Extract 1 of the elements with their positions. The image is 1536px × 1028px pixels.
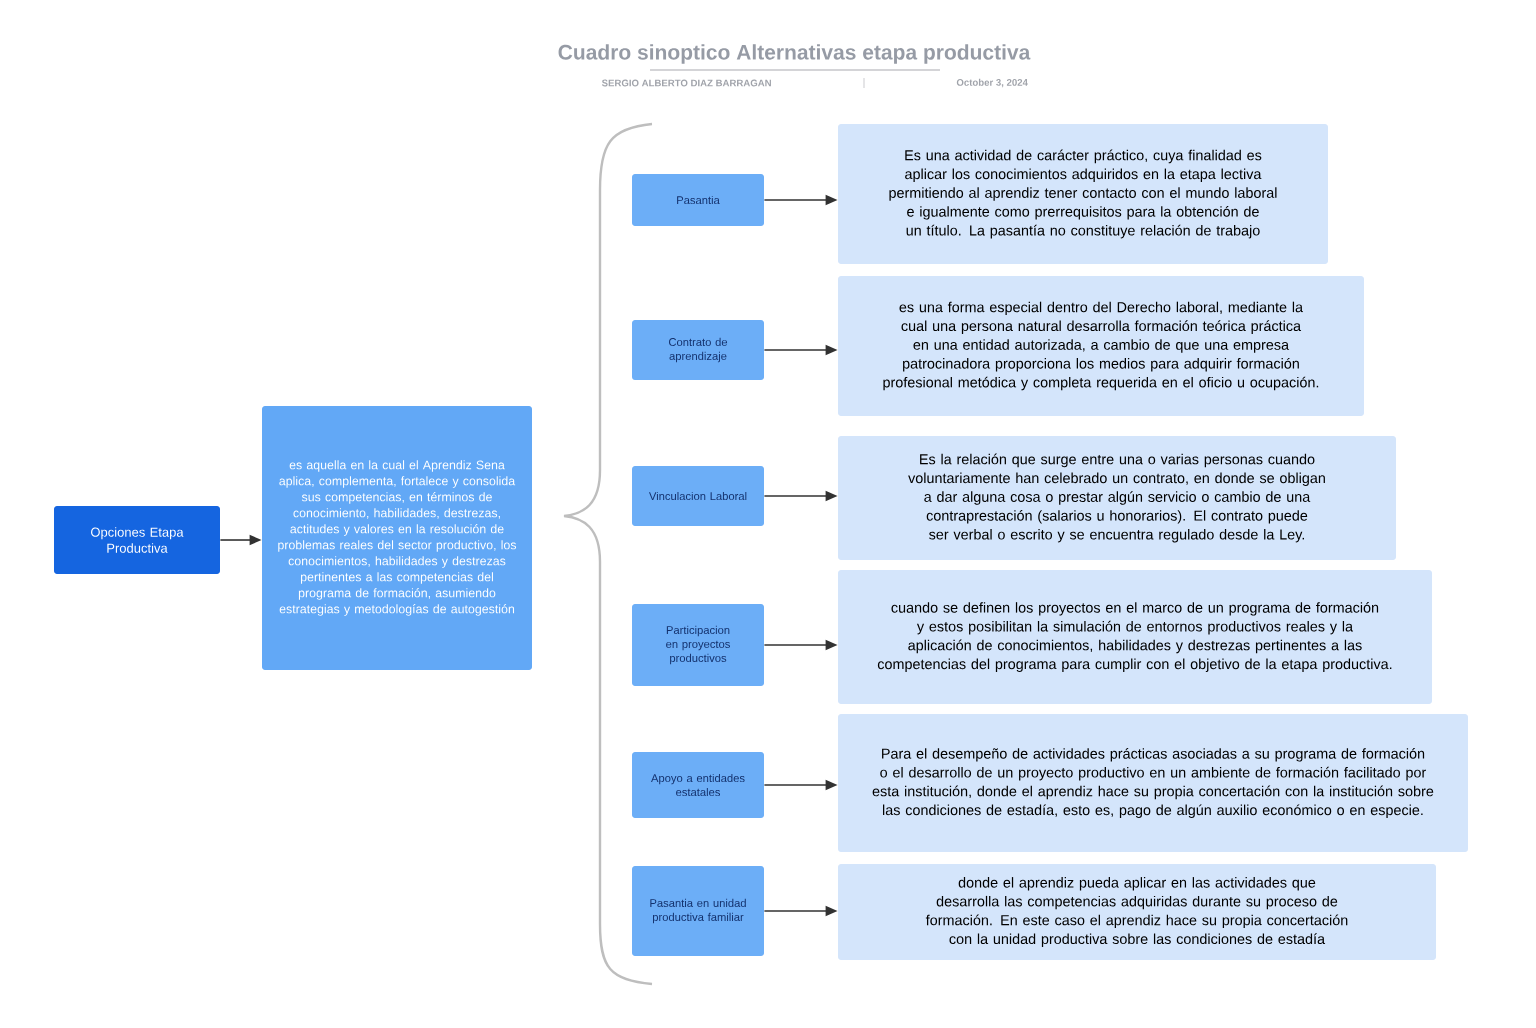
title: Cuadro sinoptico Alternativas etapa productiva — [558, 44, 1031, 64]
